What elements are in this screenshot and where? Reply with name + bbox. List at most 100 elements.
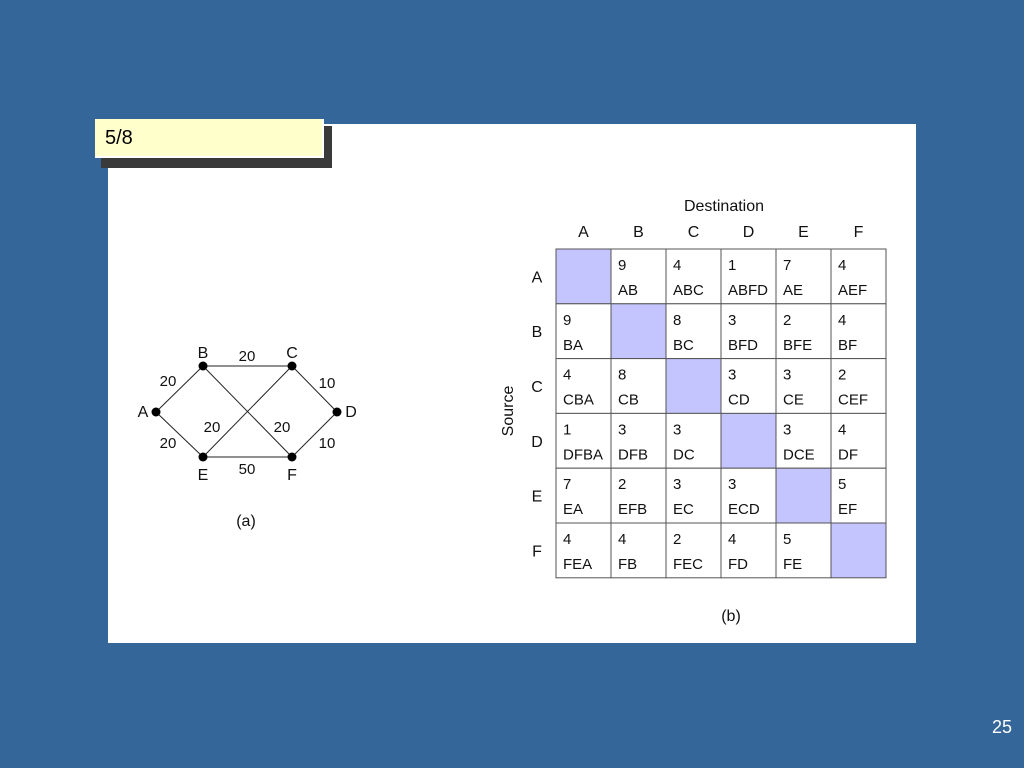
- table-cell: [610, 412, 667, 469]
- row-header-B: B: [532, 324, 543, 341]
- edge-weight-AB: 20: [160, 373, 177, 390]
- edge-EC: [202, 365, 293, 458]
- node-B: [198, 361, 208, 371]
- cell-path: ABC: [673, 282, 704, 299]
- table-cell: [720, 248, 777, 305]
- row-header-E: E: [532, 489, 543, 506]
- table-cell-diagonal: [555, 248, 612, 305]
- cell-hops: 3: [728, 367, 736, 384]
- edge-weight-CD: 10: [319, 375, 336, 392]
- node-label-C: C: [286, 345, 298, 362]
- node-D: [332, 407, 342, 417]
- cell-hops: 5: [838, 476, 846, 493]
- edge-weight-BC: 20: [239, 348, 256, 365]
- edge-weight-EF: 50: [239, 461, 256, 478]
- cell-path: EC: [673, 501, 694, 518]
- edge-weight-AE: 20: [160, 435, 177, 452]
- cell-hops: 2: [618, 476, 626, 493]
- table-cell: [610, 467, 667, 524]
- cell-path: BC: [673, 337, 694, 354]
- cell-path: ABFD: [728, 282, 768, 299]
- column-header-A: A: [578, 224, 589, 241]
- row-header-C: C: [531, 379, 543, 396]
- column-header-C: C: [688, 224, 700, 241]
- table-cell-diagonal: [775, 467, 832, 524]
- node-A: [151, 407, 161, 417]
- cell-path: AE: [783, 282, 803, 299]
- table-cell: [775, 358, 832, 414]
- cell-hops: 8: [673, 312, 681, 329]
- cell-hops: 2: [838, 367, 846, 384]
- cell-path: AEF: [838, 282, 867, 299]
- table-cell-diagonal: [720, 412, 777, 469]
- node-C: [287, 361, 297, 371]
- cell-hops: 7: [783, 257, 791, 274]
- table-cell: [830, 467, 887, 524]
- cell-path: DFB: [618, 446, 648, 463]
- cell-path: CBA: [563, 392, 594, 409]
- cell-path: DF: [838, 446, 858, 463]
- table-title: Destination: [684, 198, 764, 215]
- row-header-F: F: [532, 543, 542, 560]
- table-cell: [830, 412, 887, 469]
- edge-AB: [155, 365, 204, 413]
- cell-path: BA: [563, 337, 583, 354]
- table-cell: [720, 358, 777, 414]
- cell-path: ECD: [728, 501, 760, 518]
- cell-hops: 7: [563, 476, 571, 493]
- row-header-A: A: [532, 269, 543, 286]
- edge-weight-FD: 10: [319, 435, 336, 452]
- table-cell: [665, 467, 722, 524]
- table-cell: [720, 303, 777, 360]
- table-cell: [665, 303, 722, 360]
- cell-path: FE: [783, 556, 802, 573]
- column-header-E: E: [798, 224, 809, 241]
- node-label-A: A: [138, 404, 149, 421]
- page-number: 25: [991, 717, 1012, 737]
- cell-hops: 8: [618, 367, 626, 384]
- cell-hops: 2: [673, 531, 681, 548]
- node-label-D: D: [345, 404, 357, 421]
- cell-hops: 3: [728, 312, 736, 329]
- cell-hops: 4: [563, 367, 571, 384]
- cell-path: BFE: [783, 337, 812, 354]
- cell-path: CE: [783, 392, 804, 409]
- node-F: [287, 452, 297, 462]
- table-cell: [555, 522, 612, 579]
- cell-path: FD: [728, 556, 748, 573]
- cell-path: CB: [618, 392, 639, 409]
- cell-hops: 5: [783, 531, 791, 548]
- cell-hops: 1: [728, 257, 736, 274]
- edge-FD: [291, 411, 338, 458]
- cell-path: EA: [563, 501, 583, 518]
- column-header-D: D: [743, 224, 755, 241]
- cell-hops: 4: [673, 257, 681, 274]
- node-label-B: B: [198, 345, 209, 362]
- cell-hops: 3: [618, 421, 626, 438]
- table-cell-diagonal: [610, 303, 667, 360]
- table-cell: [665, 248, 722, 305]
- slide-label: 5/8: [95, 119, 324, 158]
- table-cell-diagonal: [830, 522, 887, 579]
- column-header-F: F: [854, 224, 864, 241]
- table-cell-diagonal: [665, 358, 722, 414]
- cell-hops: 4: [728, 531, 736, 548]
- edge-weight-EC: 20: [204, 419, 221, 436]
- table-cell: [720, 522, 777, 579]
- table-caption: (b): [721, 608, 741, 625]
- cell-path: EFB: [618, 501, 647, 518]
- row-header-D: D: [531, 434, 543, 451]
- cell-hops: 3: [673, 476, 681, 493]
- table-cell: [555, 358, 612, 414]
- column-header-B: B: [633, 224, 644, 241]
- cell-path: DC: [673, 446, 695, 463]
- cell-path: FEA: [563, 556, 592, 573]
- node-E: [198, 452, 208, 462]
- cell-hops: 1: [563, 421, 571, 438]
- table-row-axis-label: Source: [500, 386, 517, 437]
- cell-hops: 3: [673, 421, 681, 438]
- cell-hops: 4: [838, 312, 846, 329]
- table-cell: [665, 522, 722, 579]
